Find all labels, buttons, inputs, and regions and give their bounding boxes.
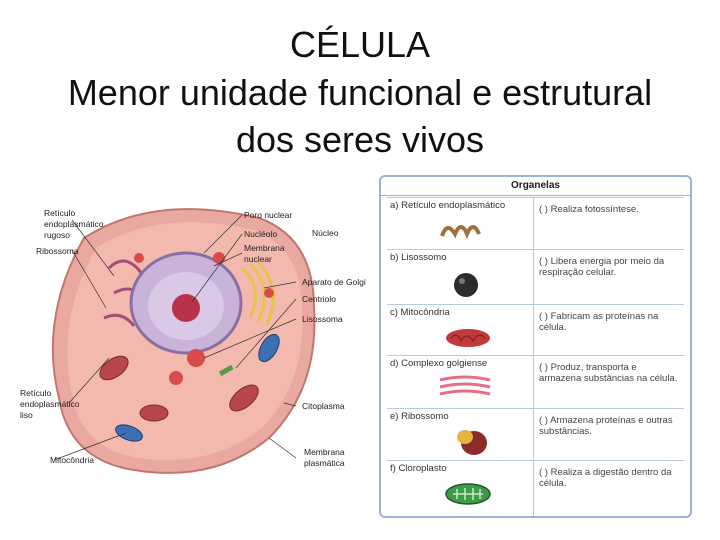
function-description: ( ) Fabricam as proteínas na célula. <box>539 311 680 333</box>
golgi-image <box>435 372 495 404</box>
mitochondria-image <box>443 323 493 353</box>
table-row: e) Ribossomo ( ) Armazena proteínas e ou… <box>387 408 684 461</box>
table-header: Organelas <box>381 177 690 196</box>
table-row: f) Cloroplasto ( ) Realiza a digestão de… <box>387 460 684 517</box>
nucleus <box>131 253 241 353</box>
lysosome-image <box>451 270 481 300</box>
label-nuclear-pore: Poro nuclear <box>244 210 292 220</box>
er-image <box>437 216 487 246</box>
title-line-3: dos seres vivos <box>0 117 720 163</box>
label-cytoplasm: Citoplasma <box>302 401 345 411</box>
organelle-name: c) Mitocôndria <box>390 307 450 318</box>
label-centriole: Centriolo <box>302 294 336 304</box>
label-golgi: Aparato de Golgi <box>302 277 366 287</box>
organelle-name: f) Cloroplasto <box>390 463 447 474</box>
organelle-name: a) Retículo endoplasmático <box>390 200 505 211</box>
table-row: a) Retículo endoplasmático ( ) Realiza f… <box>387 197 684 250</box>
label-ribosome: Ribossoma <box>36 246 79 256</box>
organelle-name: e) Ribossomo <box>390 411 449 422</box>
organelle-name: b) Lisossomo <box>390 252 447 263</box>
function-description: ( ) Realiza a digestão dentro da célula. <box>539 467 680 489</box>
label-nucleolus: Nucléolo <box>244 229 277 239</box>
function-description: ( ) Realiza fotossíntese. <box>539 204 680 215</box>
function-description: ( ) Libera energia por meio da respiraçã… <box>539 256 680 278</box>
table-row: d) Complexo golgiense ( ) Produz, transp… <box>387 355 684 409</box>
label-lysosome: Lisossoma <box>302 314 343 324</box>
label-nucleus: Núcleo <box>312 228 339 238</box>
chloroplast-image <box>443 479 493 509</box>
nucleolus <box>172 294 200 322</box>
table-row: c) Mitocôndria ( ) Fabricam as proteínas… <box>387 304 684 356</box>
function-description: ( ) Armazena proteínas e outras substânc… <box>539 415 680 437</box>
organelle-name: d) Complexo golgiense <box>390 358 487 369</box>
title-line-2: Menor unidade funcional e estrutural <box>0 70 720 116</box>
label-mitochondria: Mitocôndria <box>50 455 94 465</box>
title-line-1: CÉLULA <box>0 22 720 68</box>
table-row: b) Lisossomo ( ) Libera energia por meio… <box>387 249 684 305</box>
ribosome-image <box>455 425 489 457</box>
function-description: ( ) Produz, transporta e armazena substâ… <box>539 362 680 384</box>
organelle-table: Organelas a) Retículo endoplasmático ( )… <box>379 175 692 518</box>
